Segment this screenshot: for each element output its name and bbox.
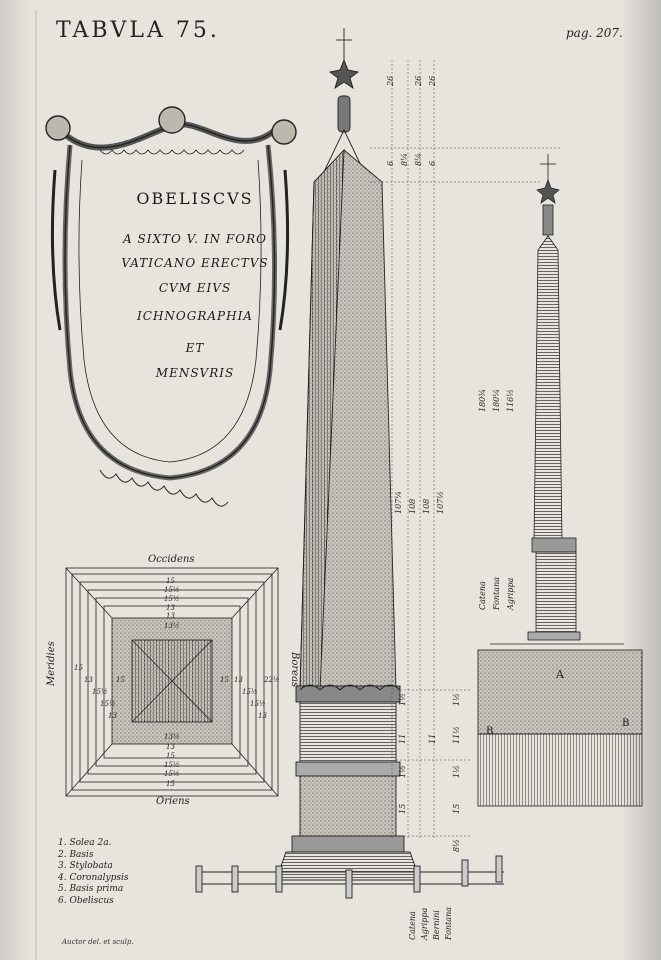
plan-number: 13 — [234, 676, 243, 684]
measure-label: 8¼ — [400, 153, 409, 166]
page-gutter-shadow — [0, 0, 30, 960]
plan-number: 13 — [166, 604, 175, 612]
measure-label: 11½ — [452, 726, 461, 744]
plan-number: 15½ — [92, 688, 108, 696]
cartouche-line: CVM EIVS — [158, 281, 232, 295]
legend-list: 1. Solea 2a. 2. Basis 3. Stylobata 4. Co… — [58, 838, 128, 908]
plan-number: 13½ — [164, 622, 180, 630]
plate-title: TABVLA 75. — [56, 18, 220, 43]
cartouche-line: VATICANO ERECTVS — [121, 256, 269, 270]
cartouche-line: MENSVRIS — [155, 366, 235, 380]
measure-label: 8½ — [452, 839, 461, 852]
measure-label: 26 — [414, 75, 423, 86]
plan-number: 15½ — [164, 770, 180, 778]
plan-number: 15½ — [164, 761, 180, 769]
measurement-lines — [370, 60, 560, 840]
plan-number: 15 — [166, 577, 175, 585]
plan-number: 13 — [84, 676, 93, 684]
plan-number: 13 — [166, 743, 175, 751]
plan-label-east: Oriens — [156, 796, 190, 807]
author-label: Catena — [478, 581, 487, 610]
small-obelisk — [477, 154, 643, 807]
legend-item: 6. Obeliscus — [58, 895, 114, 906]
measure-label: 15 — [452, 803, 461, 814]
cartouche-line: ICHNOGRAPHIA — [137, 309, 253, 323]
page-number: pag. 207. — [566, 26, 623, 40]
measure-label: 107¼ — [394, 490, 403, 514]
plan-number: 13 — [108, 712, 117, 720]
plan-number: 15 — [74, 664, 83, 672]
plan-number: 15 — [166, 780, 175, 788]
measure-label: 6 — [386, 160, 395, 166]
measure-label: 116½ — [506, 388, 515, 412]
plan-number: 13½ — [164, 733, 180, 741]
author-label: Agrippa — [506, 577, 515, 610]
measure-label: 107½ — [436, 490, 445, 514]
plan-number: 15 — [166, 752, 175, 760]
measure-label: 180¼ — [492, 388, 501, 412]
side-label-b-right: B — [622, 718, 630, 729]
author-label: Bernini — [432, 910, 441, 940]
measure-label: 8¼ — [414, 153, 423, 166]
author-label: Catena — [408, 911, 417, 940]
legend-item: 1. Solea 2a. — [58, 838, 112, 848]
engraver-signature: Auctor del. et sculp. — [62, 938, 134, 946]
legend-item: 3. Stylobata — [58, 861, 113, 872]
measure-label: 1½ — [452, 693, 461, 706]
author-label: Fontana — [444, 907, 453, 940]
plan-number: 13 — [166, 612, 175, 620]
plan-number: 15½ — [250, 700, 266, 708]
cartouche-heading: OBELISCVS — [136, 189, 254, 208]
plan-number: 15½ — [242, 688, 258, 696]
plan-label-north: Boreas — [289, 652, 300, 688]
measure-label: 1½ — [452, 765, 461, 778]
measure-label: 11 — [398, 733, 407, 744]
cartouche-line: A SIXTO V. IN FORO — [123, 232, 267, 246]
plan-number: 15 — [116, 676, 125, 684]
measure-label: 108 — [422, 498, 431, 514]
large-obelisk — [195, 28, 504, 899]
plan-number: 15½ — [164, 595, 180, 603]
plan-number: 15 — [220, 676, 229, 684]
cartouche-frame — [45, 106, 297, 507]
plan-number: 13 — [258, 712, 267, 720]
legend-item: 2. Basis — [58, 849, 94, 860]
measure-label: 15 — [398, 803, 407, 814]
legend-item: 4. Coronalypsis — [58, 872, 129, 883]
measure-label: 108 — [408, 498, 417, 514]
measure-label: 1½ — [398, 693, 407, 706]
plan-label-south: Meridies — [46, 641, 57, 686]
plan-label-west: Occidens — [148, 554, 195, 565]
author-label: Agrippa — [420, 907, 429, 940]
measure-label: 26 — [386, 75, 395, 86]
cartouche-line: ET — [185, 341, 205, 355]
measure-label: 11 — [428, 733, 437, 744]
ground-plan — [65, 567, 279, 797]
measure-label: 6 — [428, 160, 437, 166]
side-label-b-left: B — [486, 726, 494, 737]
plan-number: 15½ — [164, 586, 180, 594]
legend-item: 5. Basis prima — [58, 884, 124, 895]
measure-label: 26 — [428, 75, 437, 86]
plan-number: 15½ — [100, 700, 116, 708]
base-label-a: A — [556, 668, 564, 681]
measure-label: 180¾ — [478, 388, 487, 412]
measure-label: 1½ — [398, 765, 407, 778]
plan-number: 22½ — [264, 676, 280, 684]
author-label: Fontana — [492, 577, 501, 610]
